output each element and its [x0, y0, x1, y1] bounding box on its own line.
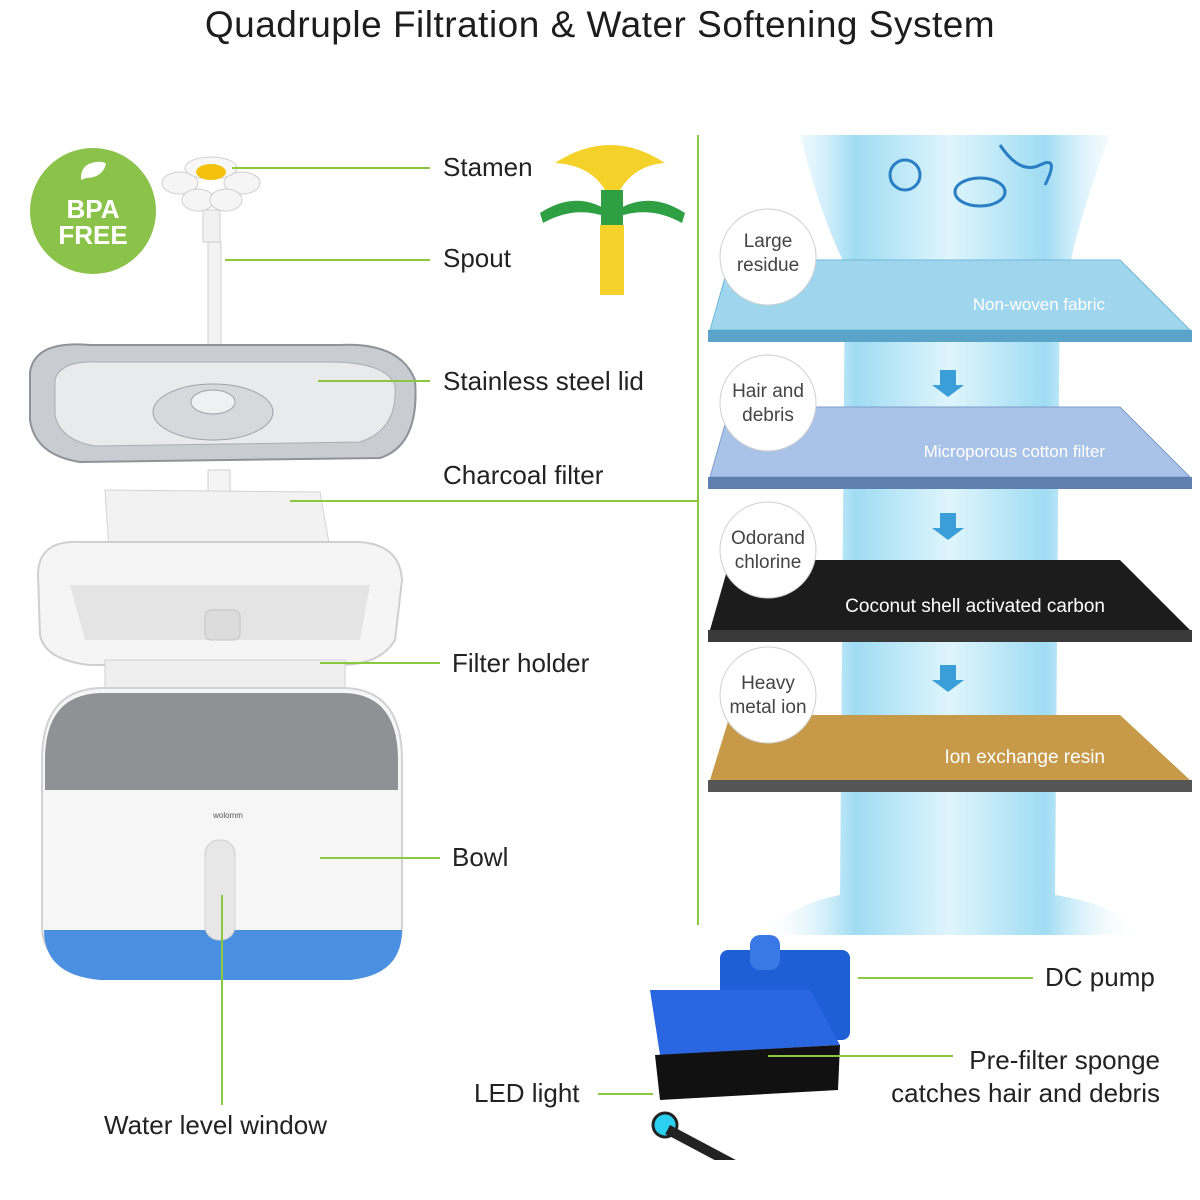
badge-line1: BPA — [66, 194, 120, 224]
filtration-diagram: Non-woven fabric Microporous cotton filt… — [708, 135, 1192, 935]
layer-microporous — [708, 406, 1192, 489]
layer-name-3: Coconut shell activated carbon — [845, 596, 1105, 617]
leader-line-window — [221, 895, 223, 1105]
layer-name-4: Ion exchange resin — [944, 747, 1105, 768]
layer-nonwoven — [708, 259, 1192, 342]
leader-line-lid — [318, 380, 430, 382]
label-lid: Stainless steel lid — [443, 366, 644, 396]
stainless-lid — [29, 343, 417, 464]
leaf-icon — [80, 161, 106, 180]
badge-line2: FREE — [58, 220, 128, 250]
leader-line-sponge — [768, 1055, 953, 1057]
leader-line-bowl — [320, 857, 440, 859]
leader-line-spout — [225, 259, 430, 261]
bacteria-icon — [888, 144, 1053, 208]
label-charcoal: Charcoal filter — [443, 460, 604, 490]
dc-pump — [650, 935, 850, 1160]
leader-line-pump — [858, 977, 1033, 979]
label-sponge-line1: Pre-filter sponge — [969, 1045, 1160, 1075]
label-bowl: Bowl — [452, 842, 509, 872]
svg-text:Large: Large — [744, 231, 793, 252]
spout-top — [202, 209, 221, 243]
bubble-4: Heavy metal ion — [719, 646, 817, 744]
layer-name-2: Microporous cotton filter — [924, 442, 1106, 461]
label-pump: DC pump — [1045, 962, 1155, 992]
label-window: Water level window — [104, 1110, 328, 1140]
fountain-exploded-view: wolomm — [29, 156, 417, 980]
svg-text:Odorand: Odorand — [731, 528, 805, 549]
stamen-flower — [161, 156, 261, 212]
bubble-1: Large residue — [719, 208, 817, 306]
stamen-illustration — [540, 145, 685, 295]
leader-line-stamen — [232, 167, 430, 169]
layer-name-1: Non-woven fabric — [973, 295, 1106, 314]
leader-line-holder — [320, 662, 440, 664]
label-spout: Spout — [443, 243, 511, 273]
leader-line-led — [598, 1093, 653, 1095]
label-stamen: Stamen — [443, 152, 533, 182]
svg-text:Hair and: Hair and — [732, 381, 804, 402]
bubble-2: Hair and debris — [719, 354, 817, 452]
svg-text:metal ion: metal ion — [729, 697, 806, 718]
svg-text:debris: debris — [742, 405, 794, 426]
down-arrow-icon — [932, 370, 964, 692]
svg-text:chlorine: chlorine — [735, 552, 802, 573]
brand-text: wolomm — [212, 811, 243, 820]
label-sponge-line2: catches hair and debris — [891, 1078, 1160, 1108]
layer-resin — [708, 715, 1192, 792]
layer-carbon — [708, 560, 1192, 642]
svg-text:Heavy: Heavy — [741, 673, 795, 694]
bowl: wolomm — [41, 687, 403, 980]
divider-line — [697, 135, 699, 925]
svg-text:residue: residue — [737, 255, 799, 276]
bubble-3: Odorand chlorine — [719, 501, 817, 599]
leader-line-charcoal — [290, 500, 698, 502]
spout-tube — [207, 241, 222, 353]
bpa-free-badge: BPA FREE — [30, 148, 156, 274]
page-title: Quadruple Filtration & Water Softening S… — [204, 4, 996, 45]
label-holder: Filter holder — [452, 648, 590, 678]
label-led: LED light — [474, 1078, 580, 1108]
